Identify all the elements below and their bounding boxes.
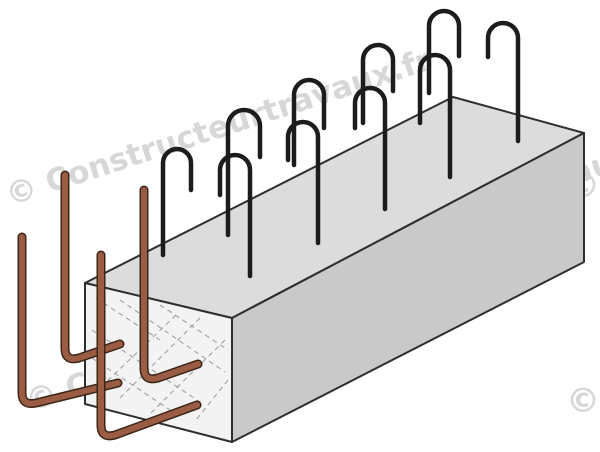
stirrup-hook-1 [160,146,194,258]
stirrup-hook-6 [360,42,396,126]
rebar-back-right [141,187,201,382]
stirrup-hook-7 [352,85,388,212]
stirrup-hook-5 [285,119,321,246]
stirrup-hook-4 [291,77,327,168]
rebar-back-left [62,172,123,362]
stirrup-hooks [160,8,521,279]
rebar-front-right [98,252,200,439]
stirrup-hook-8 [426,8,462,96]
watermark-copyright-right-bottom: © [566,381,600,421]
stirrup-hook-2 [225,107,263,238]
longitudinal-rebars [17,170,203,441]
rebar-front-left [19,234,121,407]
stirrup-hook-10 [485,20,521,144]
stirrup-hook-9 [417,52,453,180]
stirrup-hook-3 [217,152,253,279]
